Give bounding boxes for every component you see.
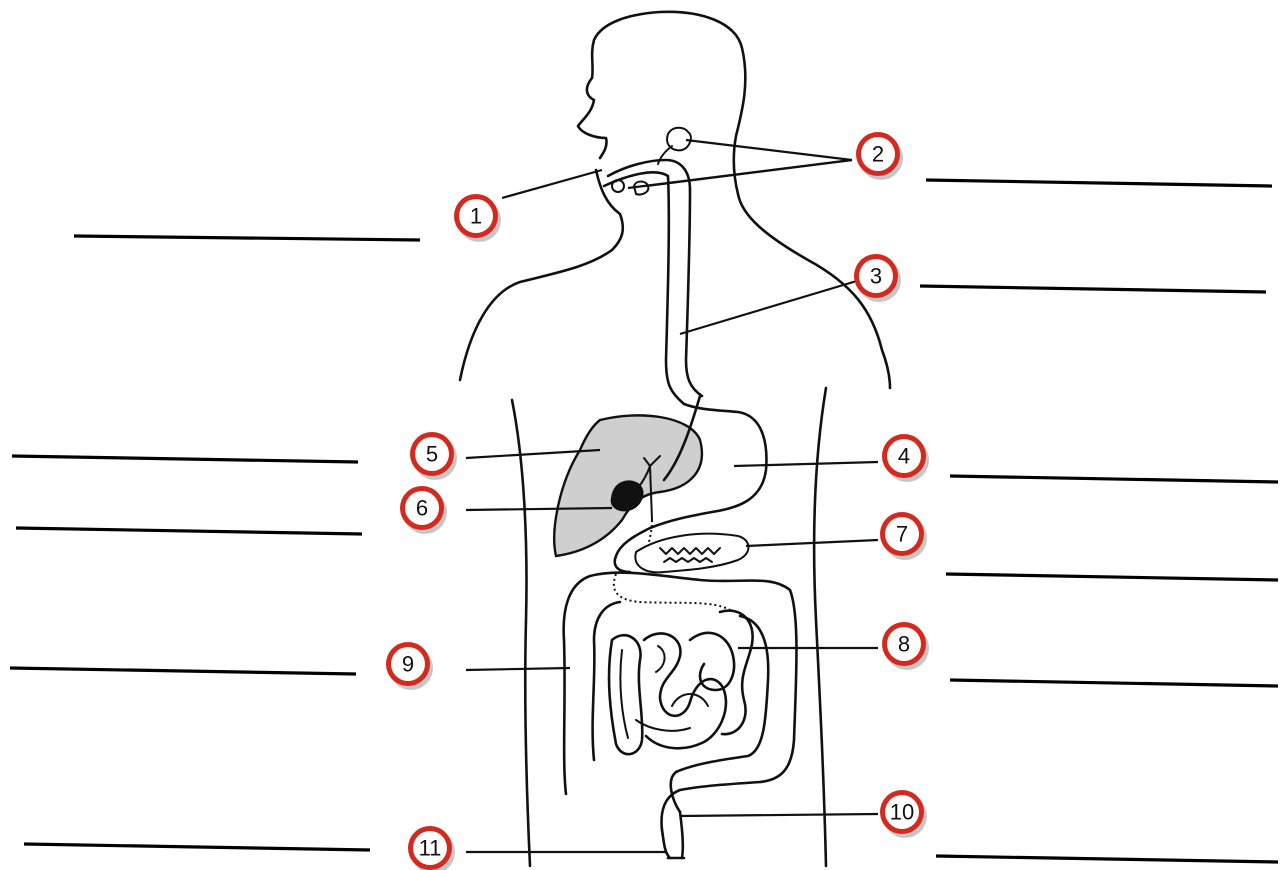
- leader-1: [502, 170, 602, 198]
- badge-number: 9: [402, 652, 414, 677]
- duodenum-path: [614, 574, 730, 610]
- answer-lines: [10, 180, 1278, 862]
- badge-number: 11: [419, 836, 442, 861]
- badge-5: 5: [410, 432, 457, 480]
- badge-7: 7: [880, 512, 927, 560]
- small-intestine-coil-1: [609, 635, 642, 754]
- leader-9: [466, 668, 570, 670]
- badge-number: 8: [898, 632, 910, 657]
- esophagus: [604, 160, 702, 404]
- answer-line-6: [16, 528, 362, 534]
- answer-line-11: [24, 844, 370, 850]
- leader-2a: [686, 140, 852, 160]
- badge-number: 4: [898, 444, 910, 469]
- leader-10: [680, 814, 878, 816]
- badge-6: 6: [400, 486, 447, 534]
- badge-number: 3: [870, 264, 882, 289]
- badge-8: 8: [882, 622, 929, 670]
- badge-number: 7: [896, 522, 908, 547]
- badge-2: 2: [856, 132, 903, 180]
- answer-line-2: [926, 180, 1272, 186]
- badge-11: 11: [408, 826, 455, 870]
- small-intestine-inner-2: [636, 694, 708, 731]
- leader-3: [680, 280, 860, 334]
- badge-10: 10: [880, 790, 927, 838]
- answer-line-7: [946, 574, 1278, 580]
- badge-3: 3: [854, 254, 901, 302]
- answer-line-1: [74, 236, 420, 240]
- torso-left-side: [512, 400, 530, 866]
- answer-line-9: [10, 668, 356, 674]
- leader-7: [746, 540, 878, 546]
- badge-number: 2: [872, 142, 884, 167]
- badge-number: 10: [890, 800, 914, 825]
- badge-1: 1: [454, 194, 501, 242]
- gallbladder: [612, 481, 643, 510]
- large-intestine: [564, 573, 797, 830]
- small-intestine-coil-3: [690, 633, 734, 690]
- esophagus-right-wall: [686, 190, 702, 396]
- answer-line-10: [936, 856, 1278, 862]
- answer-line-5: [12, 456, 358, 462]
- badge-number: 5: [426, 442, 438, 467]
- head-outline: [578, 12, 745, 194]
- esophagus-left-wall: [604, 172, 684, 404]
- small-intestine: [609, 611, 753, 755]
- answer-line-8: [950, 680, 1278, 686]
- pancreas-texture: [660, 548, 720, 562]
- badge-number: 1: [470, 204, 482, 229]
- badge-9: 9: [386, 642, 433, 690]
- answer-line-3: [920, 286, 1266, 292]
- leader-4: [734, 462, 878, 466]
- large-intestine-inner: [593, 602, 769, 812]
- badge-number: 6: [416, 496, 428, 521]
- torso-right-side: [814, 388, 826, 866]
- number-badges: 1 2 3 4 5 6: [386, 132, 929, 870]
- badge-4: 4: [882, 434, 929, 482]
- answer-line-4: [950, 476, 1278, 482]
- common-bile-duct: [648, 520, 652, 546]
